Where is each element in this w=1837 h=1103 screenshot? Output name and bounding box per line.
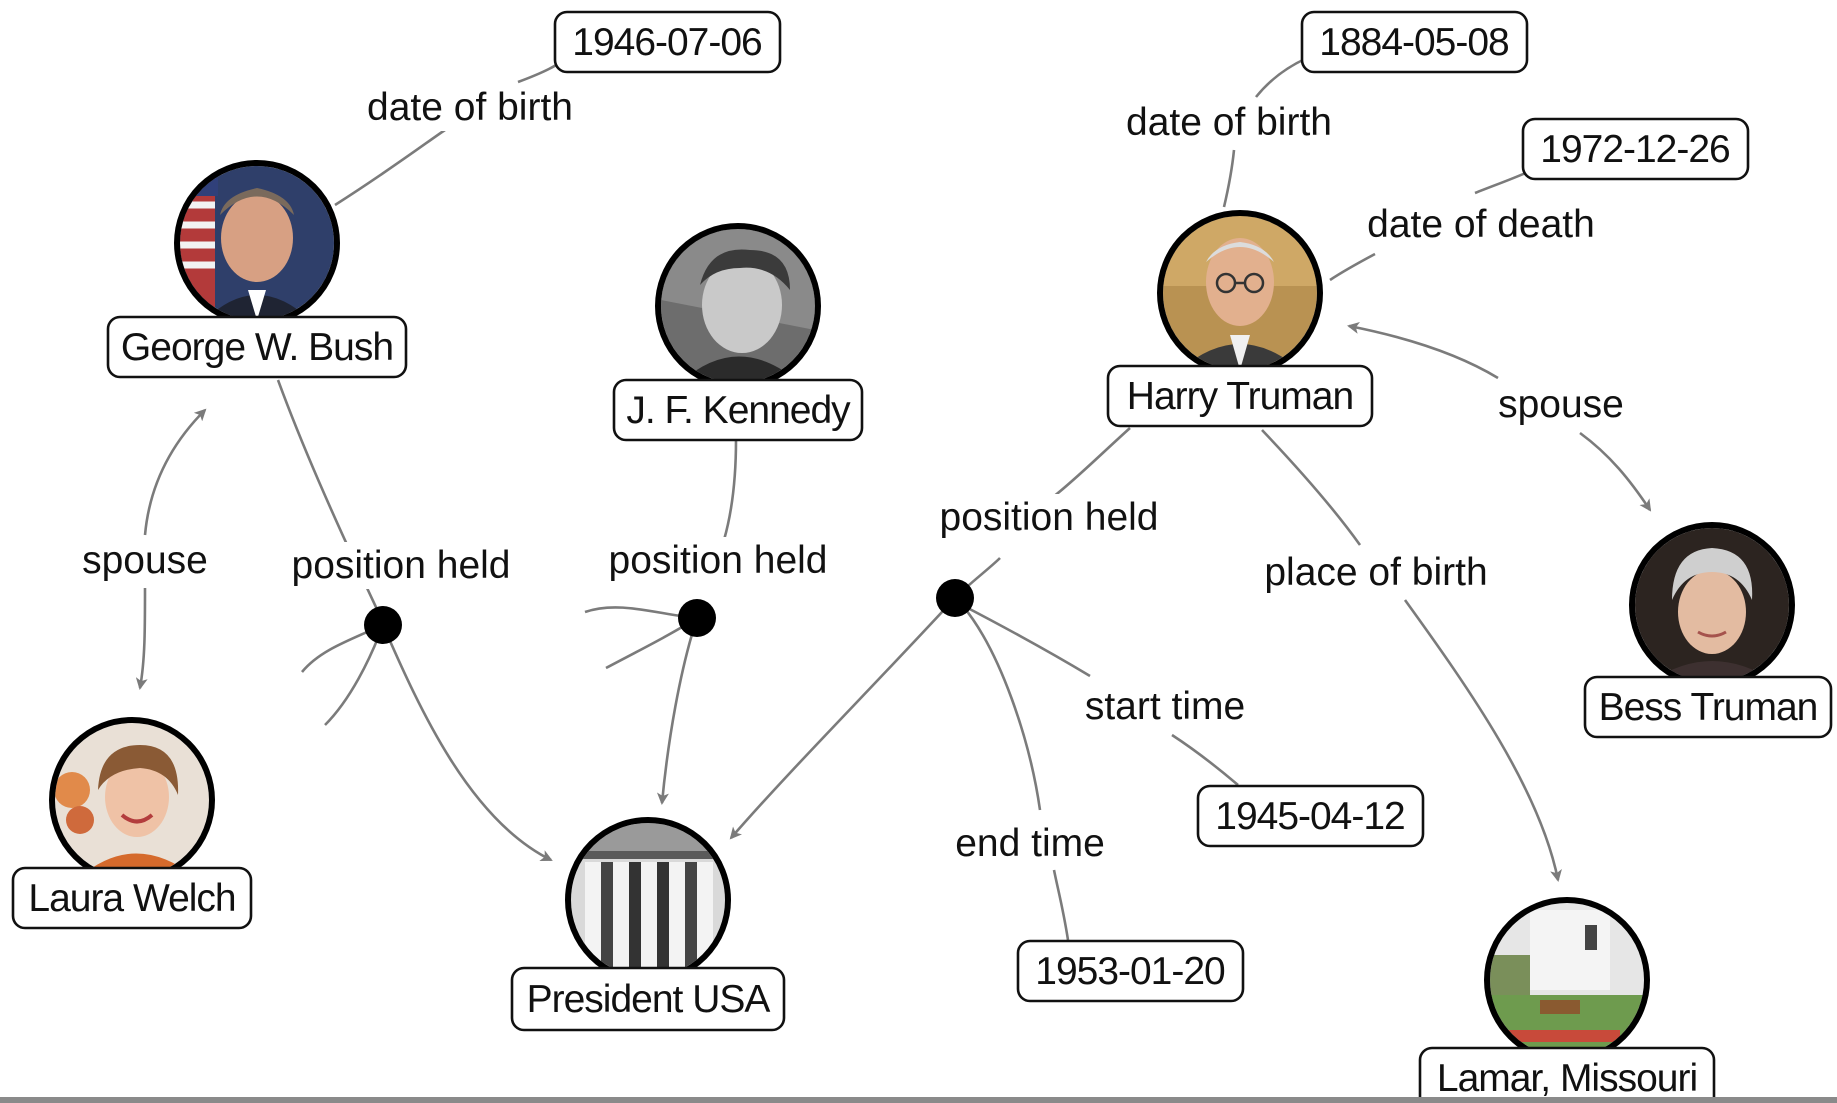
laura-portrait-icon: [55, 723, 209, 877]
entity-label-kennedy[interactable]: J. F. Kennedy: [612, 378, 864, 442]
edge-truman-dob-upper: [1254, 56, 1308, 98]
entity-node-bess[interactable]: [1629, 522, 1795, 688]
edge-bush-spouse-down: [135, 587, 148, 690]
relation-label-bush-position: position held: [292, 544, 511, 587]
value-text-start: 1945-04-12: [1215, 795, 1405, 838]
entity-node-truman[interactable]: [1157, 210, 1323, 376]
value-node-truman-dod[interactable]: 1972-12-26: [1521, 117, 1750, 181]
value-node-truman-dob[interactable]: 1884-05-08: [1300, 10, 1529, 74]
entity-name-president: President USA: [527, 978, 771, 1021]
relation-label-truman-dod: date of death: [1367, 203, 1595, 246]
entity-label-truman[interactable]: Harry Truman: [1106, 364, 1374, 428]
value-node-start[interactable]: 1945-04-12: [1196, 784, 1425, 848]
entity-label-bush[interactable]: George W. Bush: [106, 315, 408, 379]
edge-truman-spouse-up: [1347, 322, 1499, 380]
entity-name-kennedy: J. F. Kennedy: [626, 389, 851, 432]
bottom-border: [0, 1097, 1837, 1103]
edge-label-backing: [949, 820, 1111, 867]
value-text-end: 1953-01-20: [1035, 950, 1225, 993]
house-photo-icon: [1490, 903, 1644, 1057]
entity-name-bess: Bess Truman: [1599, 686, 1818, 729]
entity-label-lamar[interactable]: Lamar, Missouri: [1418, 1046, 1716, 1103]
relation-label-truman-position: position held: [940, 496, 1159, 539]
edge-label-backing: [602, 537, 834, 584]
edge-hub-start-lower: [1171, 733, 1239, 786]
relation-label-truman-spouse: spouse: [1498, 383, 1624, 426]
relation-label-kennedy-position: position held: [609, 539, 828, 582]
edge-hub-end: [961, 604, 1042, 811]
entity-label-president[interactable]: President USA: [510, 966, 786, 1032]
edge-labels: date of birth spouse position held posit…: [76, 84, 1630, 867]
relation-label-bush-dob: date of birth: [367, 86, 573, 129]
entity-name-lamar: Lamar, Missouri: [1437, 1057, 1697, 1100]
columns-building-icon: [571, 823, 725, 977]
edge-label-backing: [1078, 683, 1252, 730]
relation-label-truman-dob: date of birth: [1126, 101, 1332, 144]
edge-truman-hub-president: [729, 597, 956, 840]
kennedy-portrait-icon: [661, 229, 815, 383]
edge-truman-dob: [1222, 149, 1236, 208]
entity-node-laura[interactable]: [49, 717, 215, 883]
statement-hub-kennedy[interactable]: [678, 599, 716, 637]
edge-label-backing: [1361, 201, 1601, 248]
edge-label-backing: [933, 494, 1165, 541]
edge-label-backing: [1120, 99, 1338, 146]
truman-portrait-icon: [1163, 216, 1317, 370]
entity-label-laura[interactable]: Laura Welch: [11, 866, 253, 930]
edge-truman-dod: [1329, 252, 1376, 282]
edge-truman-pob-lower: [1403, 599, 1562, 882]
edge-label-backing: [1492, 381, 1630, 428]
edge-truman-spouse-down: [1579, 431, 1652, 512]
statement-hub-bush[interactable]: [364, 606, 402, 644]
entity-node-kennedy[interactable]: [655, 223, 821, 389]
edge-label-backing: [1258, 549, 1494, 596]
edge-kennedy-hub-president: [656, 617, 699, 805]
edge-hub-end-lower: [1052, 869, 1070, 941]
bush-portrait-icon: [180, 166, 334, 320]
entity-label-bess[interactable]: Bess Truman: [1583, 675, 1833, 739]
edge-truman-pob: [1261, 429, 1362, 546]
edge-bush-spouse-up: [143, 408, 207, 536]
entity-node-lamar[interactable]: [1484, 897, 1650, 1063]
entity-name-laura: Laura Welch: [28, 877, 235, 920]
edge-truman-position: [1052, 427, 1131, 499]
value-node-bush-dob[interactable]: 1946-07-06: [553, 10, 782, 74]
value-text-truman-dob: 1884-05-08: [1319, 21, 1509, 64]
edge-hub-start: [961, 603, 1091, 678]
edge-bush-hub-president: [381, 624, 553, 862]
edge-kennedy-position: [722, 439, 738, 541]
relation-label-end-time: end time: [955, 822, 1105, 865]
entity-node-bush[interactable]: [174, 160, 340, 326]
edge-label-backing: [361, 84, 579, 131]
relation-label-bush-spouse: spouse: [82, 539, 208, 582]
value-node-end[interactable]: 1953-01-20: [1016, 939, 1245, 1003]
edge-label-backing: [285, 542, 517, 589]
entity-node-president[interactable]: [565, 817, 731, 983]
entity-name-bush: George W. Bush: [121, 326, 393, 369]
relation-label-start-time: start time: [1085, 685, 1245, 728]
edge-label-backing: [76, 537, 214, 584]
edge-bush-dob: [334, 128, 446, 207]
entity-name-truman: Harry Truman: [1127, 375, 1353, 418]
value-text-truman-dod: 1972-12-26: [1540, 128, 1730, 171]
value-text-bush-dob: 1946-07-06: [572, 21, 762, 64]
relation-label-truman-pob: place of birth: [1264, 551, 1487, 594]
edge-truman-dod-upper: [1474, 169, 1531, 195]
bess-portrait-icon: [1635, 528, 1789, 682]
statement-hub-truman[interactable]: [936, 579, 974, 617]
